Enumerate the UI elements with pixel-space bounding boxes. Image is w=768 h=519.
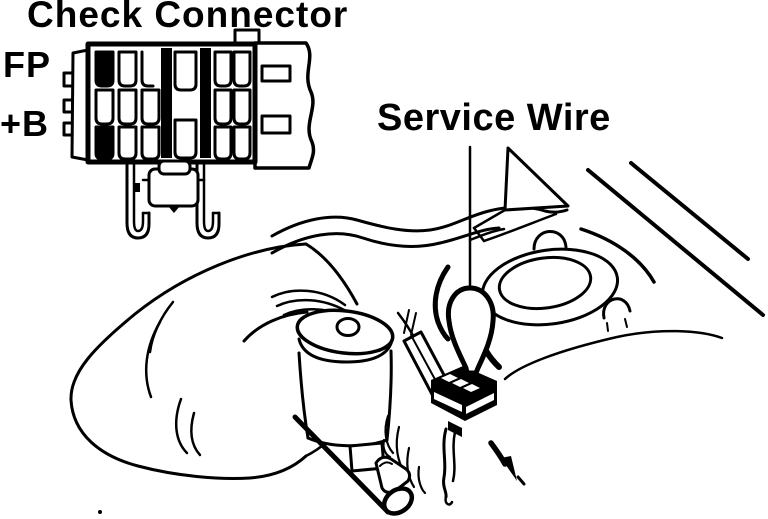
connector-pin-grid — [94, 48, 252, 161]
cowl-corner-panel — [472, 146, 570, 243]
master-cylinder-reservoir — [295, 308, 431, 449]
engine-bay-illustration — [69, 146, 765, 516]
tower-lower-edge — [503, 329, 724, 381]
terminal-plus-b — [94, 125, 115, 161]
bracket-edge-behind-bulb — [432, 264, 451, 342]
stray-dot — [98, 510, 102, 514]
connector-mounting-bracket — [125, 159, 221, 240]
tower-bolt-bump-right — [602, 297, 632, 320]
service-wire-connector-block — [431, 366, 497, 437]
pin-label-fp: FP — [3, 44, 52, 85]
strut-tower-opening-inner — [497, 255, 593, 311]
brake-line-diagonal — [292, 414, 391, 515]
reservoir-cap-center — [335, 317, 361, 337]
pin-label-plus-b: +B — [0, 103, 50, 144]
fitting-tube — [374, 455, 412, 494]
service-wire-tails — [442, 427, 457, 506]
connector-right-bracket — [233, 28, 316, 170]
service-wire-label: Service Wire — [377, 97, 611, 139]
cowl-hose-lines — [270, 205, 569, 255]
service-wire-loop — [445, 285, 496, 376]
fender-edge-lines — [586, 161, 765, 317]
terminal-fp — [94, 50, 115, 88]
reservoir-fittings — [348, 441, 415, 516]
check-connector-label: Check Connector — [27, 0, 349, 35]
tube-end-cap — [381, 486, 415, 516]
booster-outline — [69, 242, 308, 480]
direction-arrow — [488, 440, 526, 486]
tower-bolt-bump-top — [532, 230, 568, 251]
check-connector-drawing — [62, 28, 316, 240]
